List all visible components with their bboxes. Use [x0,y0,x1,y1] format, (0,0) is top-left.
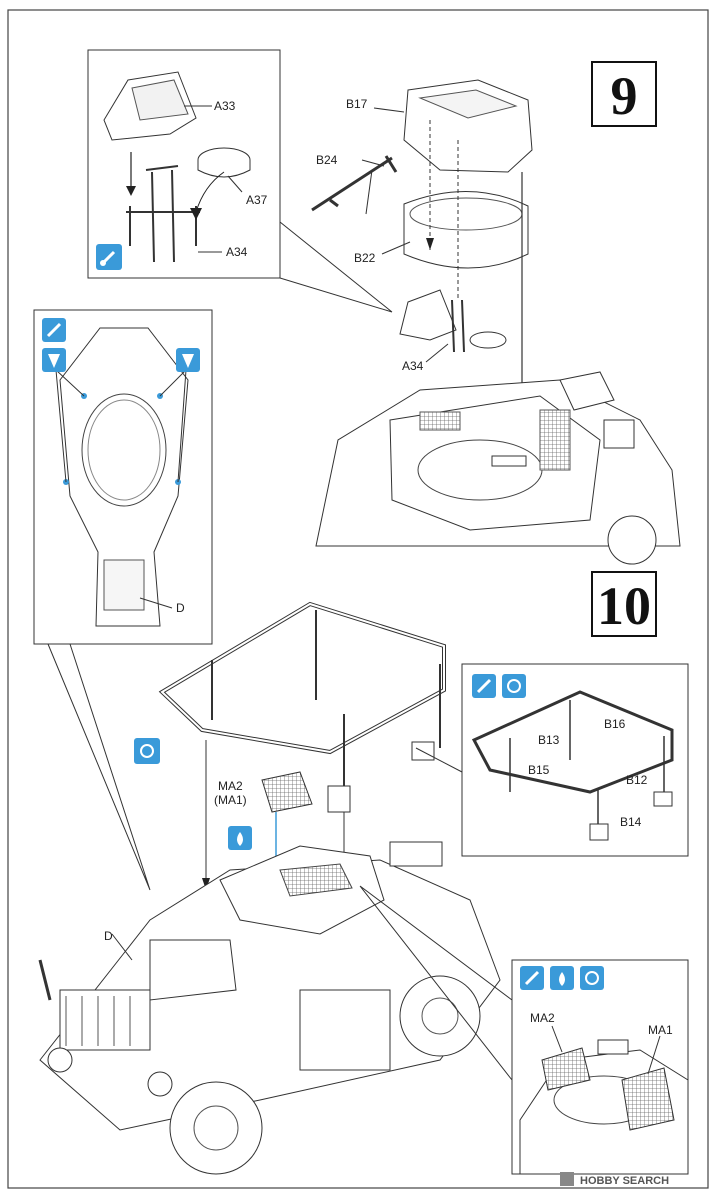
label-b16: B16 [604,717,626,731]
cement-drop-icon [228,826,252,850]
step-10-number: 10 [591,571,657,637]
label-ma2-top: MA2 [218,779,243,793]
page-frame [7,9,709,1189]
drill-hole-icon [42,348,66,372]
hull-top-step9 [315,371,681,565]
label-a33: A33 [214,99,236,113]
glue-icon [472,674,496,698]
label-a37: A37 [246,193,268,207]
label-b14: B14 [620,815,642,829]
glue-icon [96,244,122,270]
step-9-label: 9 [611,66,638,126]
step-10-label: 10 [597,576,651,636]
drill-hole-icon [176,348,200,372]
label-b13: B13 [538,733,560,747]
watermark-text: HOBBY SEARCH [580,1175,669,1187]
label-ma1-paren: (MA1) [214,793,247,807]
mesh-ma2: MA2 (MA1) [214,771,313,876]
interior-inset: D [33,309,213,645]
step-9-number: 9 [591,61,657,127]
seat-inset: A33 A37 A34 [87,49,281,279]
mesh-detail-inset: MA2 MA1 [511,959,689,1175]
symmetric-assembly-icon [134,738,160,764]
glue-icon [520,966,544,990]
label-d-main: D [104,929,113,943]
label-b24: B24 [316,153,338,167]
frame-inset: B16 B13 B15 B12 B14 [461,663,689,857]
label-a34-main: A34 [402,359,424,373]
label-ma1-bottom: MA1 [648,1023,673,1037]
label-b22: B22 [354,251,376,265]
watermark: HOBBY SEARCH [560,1172,669,1187]
label-b15: B15 [528,763,550,777]
turret-parts: B17 B24 B22 A34 [311,79,533,470]
label-d-inset: D [176,601,185,615]
cement-drop-icon [550,966,574,990]
armored-car: D [38,841,501,1175]
label-ma2-bottom: MA2 [530,1011,555,1025]
symmetric-assembly-icon [580,966,604,990]
glue-icon [42,318,66,342]
symmetric-assembly-icon [502,674,526,698]
label-a34-inset: A34 [226,245,248,259]
label-b12: B12 [626,773,648,787]
label-b17: B17 [346,97,368,111]
